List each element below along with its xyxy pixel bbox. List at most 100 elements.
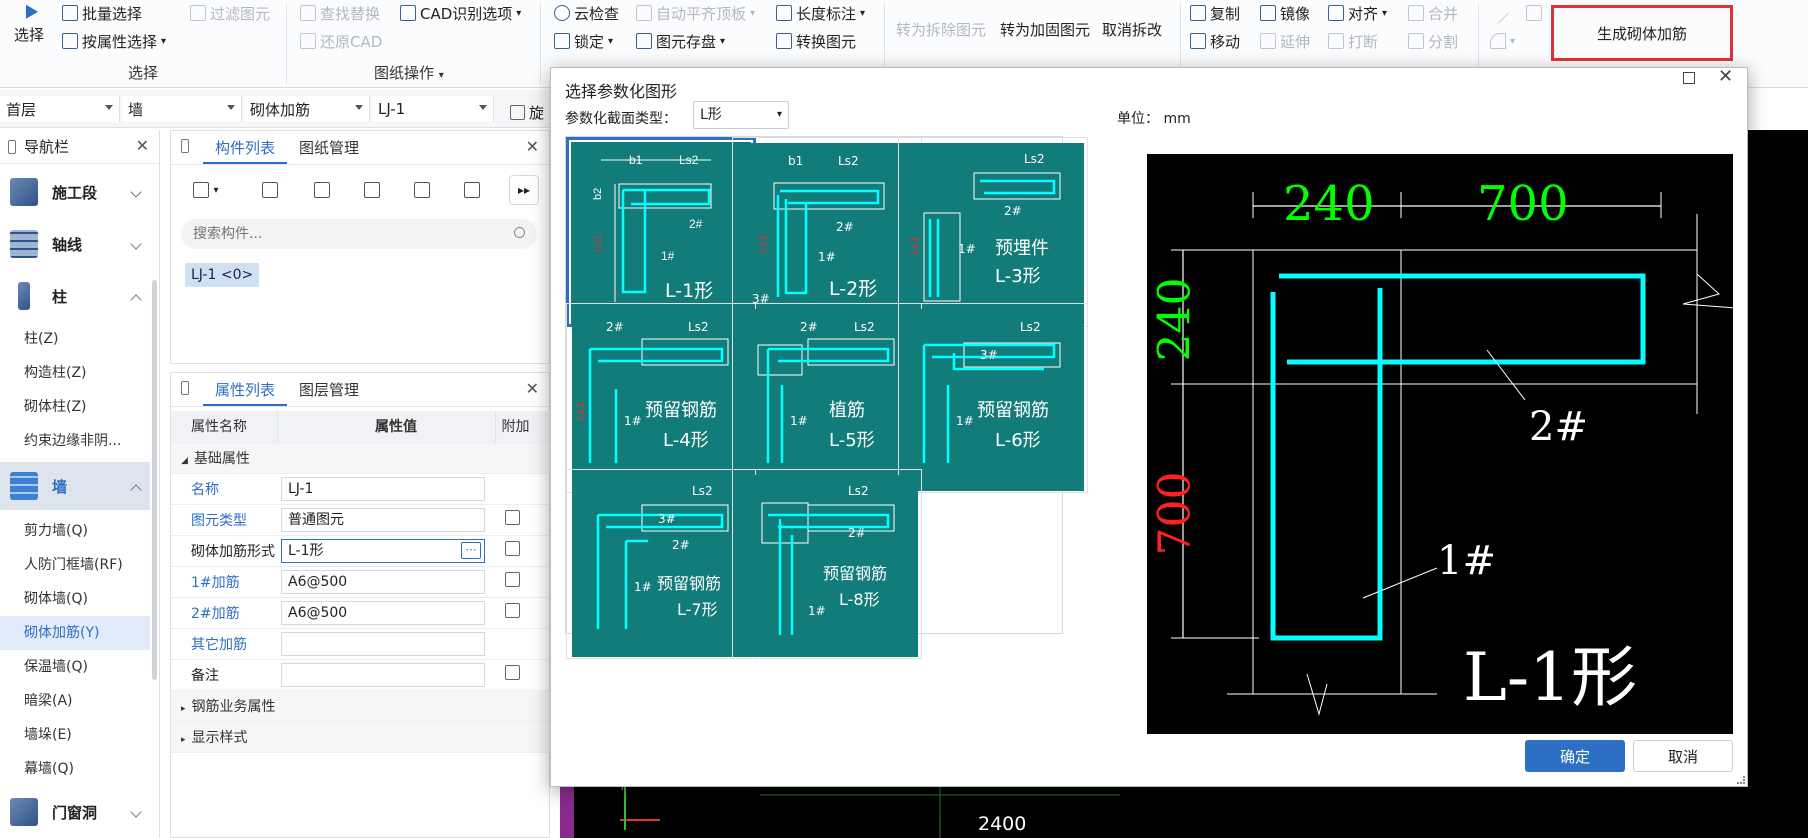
cad-identify-button[interactable]: CAD识别选项▾ — [400, 0, 521, 26]
rotate-checkbox[interactable]: 旋 — [510, 102, 544, 123]
break-button[interactable]: 打断 — [1328, 28, 1378, 54]
cloud-check-button[interactable]: 云检查 — [554, 0, 619, 26]
component-item[interactable]: LJ-1 <0> — [185, 263, 260, 287]
tab-layer-management[interactable]: 图层管理 — [299, 381, 360, 399]
close-icon[interactable]: ✕ — [525, 379, 539, 398]
masonry-form-field[interactable]: L-1形⋯ — [281, 538, 485, 563]
align-button[interactable]: 对齐▾ — [1328, 0, 1387, 26]
nav-scrollbar[interactable] — [152, 280, 157, 680]
extra-checkbox[interactable] — [505, 603, 520, 618]
nav-cat-wall[interactable]: 墙 — [0, 462, 150, 510]
section-display-style[interactable]: ▸显示样式 — [171, 721, 551, 753]
nav-item-wall-pier[interactable]: 墙垛(E) — [24, 727, 72, 743]
component-name-select[interactable]: LJ-1 — [372, 96, 494, 122]
length-mark-button[interactable]: 长度标注▾ — [776, 0, 865, 26]
shape-option-l4[interactable]: 2#Ls2 1# Ls1 预留钢筋 L-4形 — [566, 303, 756, 493]
section-basic[interactable]: ◢基础属性 — [171, 442, 551, 474]
maximize-icon[interactable] — [1683, 72, 1695, 84]
lock-button[interactable]: 锁定▾ — [554, 28, 613, 54]
close-icon[interactable]: ✕ — [135, 136, 149, 155]
tab-component-list[interactable]: 构件列表 — [203, 134, 288, 164]
more-button[interactable]: ▸▸ — [509, 175, 539, 205]
extra-checkbox[interactable] — [505, 510, 520, 525]
merge-button[interactable]: 合并 — [1408, 0, 1458, 26]
nav-cat-construction[interactable]: 施工段 — [0, 168, 150, 216]
to-demolish-button[interactable]: 转为拆除图元 — [896, 20, 987, 39]
ellipsis-button[interactable]: ⋯ — [461, 541, 481, 559]
section-type-select[interactable]: L形 ▾ — [693, 101, 789, 129]
arc-tool-icon[interactable]: ▾ — [1490, 28, 1515, 54]
extra-checkbox[interactable] — [505, 541, 520, 556]
search-box[interactable] — [181, 219, 537, 249]
copy-component-button[interactable] — [255, 175, 285, 205]
shape-option-l1[interactable]: b1 Ls2 b2 Ls1 2# 1# L-1形 — [566, 137, 756, 327]
ok-button[interactable]: 确定 — [1525, 740, 1625, 772]
rebar-1-field[interactable]: A6@500 — [281, 569, 485, 594]
nav-item-insulation-wall[interactable]: 保温墙(Q) — [24, 659, 88, 675]
nav-item-masonry-wall[interactable]: 砌体墙(Q) — [24, 591, 88, 607]
rect-tool-icon[interactable] — [1526, 0, 1542, 26]
extra-checkbox[interactable] — [505, 665, 520, 680]
nav-item-shear-wall[interactable]: 剪力墙(Q) — [24, 523, 88, 539]
name-field[interactable]: LJ-1 — [281, 476, 485, 501]
delete-component-button[interactable] — [307, 175, 337, 205]
close-icon[interactable]: ✕ — [1718, 66, 1734, 87]
pin-icon[interactable] — [181, 381, 189, 395]
cancel-button[interactable]: 取消 — [1633, 740, 1733, 772]
floor-select[interactable]: 首层 — [0, 96, 120, 122]
nav-item-civil-defense-wall[interactable]: 人防门框墙(RF) — [24, 557, 123, 573]
pin-icon[interactable] — [8, 139, 16, 154]
filter-element-button[interactable]: 过滤图元 — [190, 0, 270, 26]
extra-checkbox[interactable] — [505, 572, 520, 587]
close-icon[interactable]: ✕ — [525, 137, 539, 156]
nav-cat-door-window[interactable]: 门窗洞 — [0, 788, 150, 836]
element-store-button[interactable]: 图元存盘▾ — [636, 28, 725, 54]
to-reinforce-button[interactable]: 转为加固图元 — [1000, 20, 1091, 39]
find-replace-button[interactable]: 查找替换 — [300, 0, 380, 26]
auto-align-button[interactable]: 自动平齐顶板▾ — [636, 0, 755, 26]
copy-button[interactable]: 复制 — [1190, 0, 1240, 26]
export-button[interactable] — [457, 175, 487, 205]
nav-item-masonry-column[interactable]: 砌体柱(Z) — [24, 399, 87, 415]
nav-item-column[interactable]: 柱(Z) — [24, 331, 59, 347]
extend-button[interactable]: 延伸 — [1260, 28, 1310, 54]
shape-option-l5[interactable]: 2#Ls2 1# 植筋 L-5形 — [732, 303, 922, 493]
convert-element-button[interactable]: 转换图元 — [776, 28, 856, 54]
section-rebar-business[interactable]: ▸钢筋业务属性 — [171, 690, 551, 722]
nav-item-hidden-beam[interactable]: 暗梁(A) — [24, 693, 73, 709]
nav-item-curtain-wall[interactable]: 幕墙(Q) — [24, 761, 74, 777]
nav-item-edge-constraint[interactable]: 约束边缘非阴... — [24, 433, 122, 449]
resize-grip-icon[interactable] — [1737, 776, 1745, 784]
line-tool-icon[interactable] — [1486, 0, 1510, 26]
search-input[interactable] — [193, 226, 493, 242]
import-button[interactable] — [407, 175, 437, 205]
pin-icon[interactable] — [181, 139, 189, 153]
nav-cat-axis[interactable]: 轴线 — [0, 220, 150, 268]
restore-cad-button[interactable]: 还原CAD — [300, 28, 382, 54]
search-icon[interactable] — [514, 227, 525, 238]
move-button[interactable]: 移动 — [1190, 28, 1240, 54]
tab-property-list[interactable]: 属性列表 — [203, 376, 288, 406]
sub-type-select[interactable]: 砌体加筋 — [244, 96, 370, 122]
nav-item-constructional-column[interactable]: 构造柱(Z) — [24, 365, 87, 381]
shape-option-l3[interactable]: Ls2 2#1# Ls1 预埋件 L-3形 — [898, 137, 1088, 327]
cancel-modify-button[interactable]: 取消拆改 — [1102, 20, 1163, 39]
rebar-2-field[interactable]: A6@500 — [281, 600, 485, 625]
tab-drawing-management[interactable]: 图纸管理 — [299, 139, 360, 157]
new-component-button[interactable]: ▾ — [191, 175, 221, 205]
nav-item-masonry-rebar[interactable]: 砌体加筋(Y) — [0, 616, 150, 650]
mirror-button[interactable]: 镜像 — [1260, 0, 1310, 26]
generate-masonry-button[interactable]: 生成砌体加筋 — [1551, 5, 1733, 61]
type-select[interactable]: 墙 — [122, 96, 242, 122]
nav-cat-column[interactable]: 柱 — [0, 272, 150, 320]
element-type-field[interactable]: 普通图元 — [281, 507, 485, 532]
select-by-attr-button[interactable]: 按属性选择▾ — [62, 28, 166, 54]
select-big-button[interactable]: 选择 — [6, 1, 52, 48]
split-button[interactable]: 分割 — [1408, 28, 1458, 54]
other-rebar-field[interactable] — [281, 631, 485, 656]
remark-field[interactable] — [281, 662, 485, 687]
